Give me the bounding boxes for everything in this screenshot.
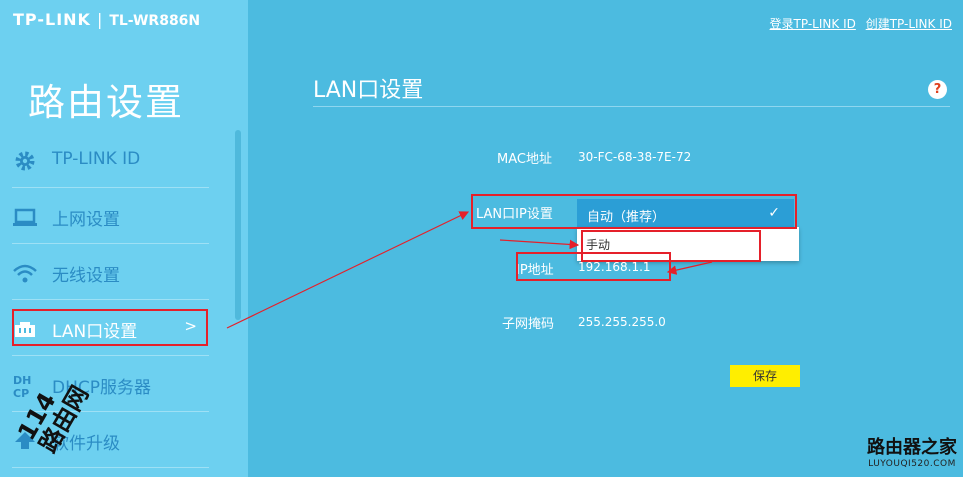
subnet-mask-label: 子网掩码 bbox=[502, 317, 555, 332]
sidebar-item-tplink-id[interactable]: TP-LINK ID bbox=[12, 133, 209, 188]
annotation-box-ip-address bbox=[516, 252, 671, 281]
page-title: LAN口设置 bbox=[313, 78, 424, 103]
sidebar-item-label: TP-LINK ID bbox=[52, 149, 141, 169]
svg-text:CP: CP bbox=[13, 387, 29, 399]
annotation-box-lan-ip-select bbox=[471, 194, 797, 229]
lan-ip-setting-label: LAN口IP设置 bbox=[476, 207, 553, 222]
create-tplink-id-link[interactable]: 创建TP-LINK ID bbox=[865, 17, 952, 31]
mac-value: 30-FC-68-38-7E-72 bbox=[578, 150, 692, 164]
sidebar-item-label: 上网设置 bbox=[52, 210, 120, 230]
checkmark-icon: ✓ bbox=[768, 205, 780, 221]
brand-name: TP-LINK bbox=[13, 10, 91, 29]
watermark-right: 路由器之家 LUYOUQI520.COM bbox=[867, 433, 957, 469]
sidebar-title: 路由设置 bbox=[28, 81, 184, 124]
sidebar-item-upgrade[interactable]: 软件升级 bbox=[12, 413, 209, 468]
upload-arrow-icon bbox=[12, 429, 38, 453]
sidebar-item-label: DHCP服务器 bbox=[52, 378, 151, 398]
chevron-right-icon: > bbox=[184, 317, 197, 335]
watermark-right-title: 路由器之家 bbox=[867, 437, 957, 458]
ethernet-port-icon bbox=[12, 317, 38, 341]
question-icon[interactable]: ? bbox=[928, 80, 947, 99]
sidebar-item-wireless[interactable]: 无线设置 bbox=[12, 245, 209, 300]
mac-label: MAC地址 bbox=[497, 152, 552, 167]
dropdown-option-manual[interactable]: 手动 bbox=[586, 238, 611, 252]
arrow-to-select bbox=[226, 211, 470, 329]
router-model: TL-WR886N bbox=[109, 13, 201, 29]
brand-logo: TP-LINK|TL-WR886N bbox=[13, 10, 201, 29]
login-tplink-id-link[interactable]: 登录TP-LINK ID bbox=[769, 17, 856, 31]
subnet-mask-value: 255.255.255.0 bbox=[578, 315, 666, 329]
sidebar-scrollbar[interactable] bbox=[235, 130, 241, 320]
wifi-icon bbox=[12, 261, 38, 285]
lan-ip-mode-select[interactable]: 自动（推荐） ✓ bbox=[577, 199, 794, 227]
gear-icon bbox=[12, 149, 38, 173]
sidebar-item-label: LAN口设置 bbox=[52, 322, 138, 342]
sidebar-item-label: 无线设置 bbox=[52, 266, 120, 286]
svg-text:DH: DH bbox=[13, 374, 31, 387]
title-divider bbox=[313, 106, 950, 107]
ip-address-label: IP地址 bbox=[516, 263, 554, 278]
annotation-box-manual-option bbox=[581, 230, 761, 262]
save-button[interactable]: 保存 bbox=[730, 365, 800, 387]
sidebar-item-internet[interactable]: 上网设置 bbox=[12, 189, 209, 244]
laptop-icon bbox=[12, 205, 38, 229]
sidebar-item-label: 软件升级 bbox=[52, 434, 120, 454]
lan-ip-mode-selected: 自动（推荐） bbox=[587, 210, 666, 225]
account-links: 登录TP-LINK ID 创建TP-LINK ID bbox=[764, 15, 952, 32]
ip-address-value: 192.168.1.1 bbox=[578, 260, 651, 274]
lan-ip-mode-dropdown: 手动 bbox=[577, 227, 799, 261]
sidebar-item-lan[interactable]: LAN口设置 > bbox=[12, 301, 209, 356]
watermark-right-url: LUYOUQI520.COM bbox=[868, 459, 956, 469]
annotation-box-lan-menu bbox=[12, 309, 208, 346]
arrow-to-manual bbox=[499, 239, 580, 250]
arrow-to-ip bbox=[666, 261, 713, 275]
